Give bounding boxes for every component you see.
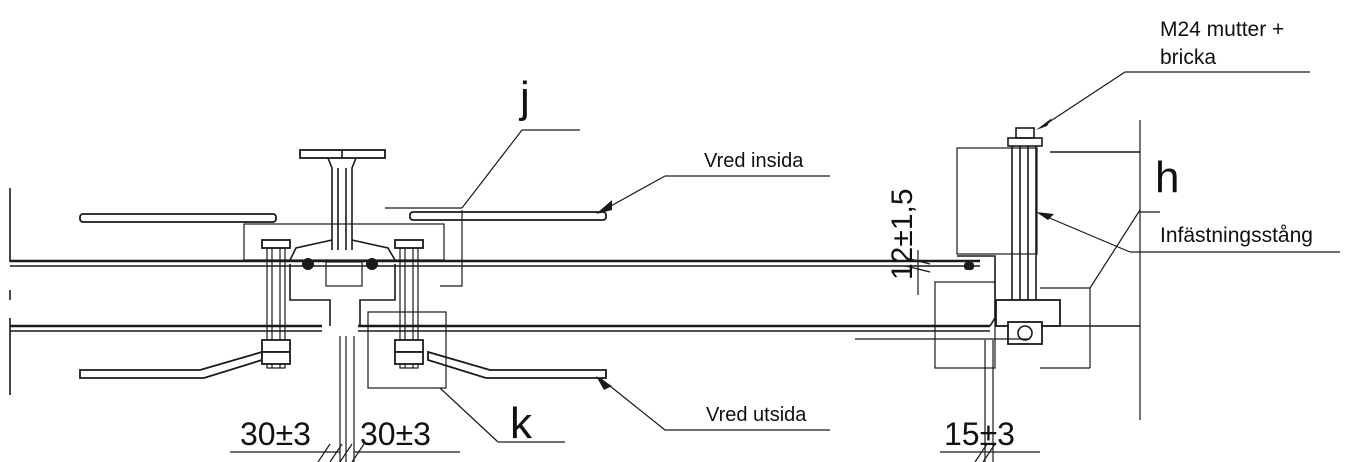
- main-profile: [10, 259, 990, 332]
- label-detail-h: h: [1155, 153, 1179, 202]
- label-handle-outside: Vred utsida: [706, 404, 807, 426]
- handle-plates: [79, 211, 607, 379]
- dim-left-gap-1: 30±3: [240, 416, 311, 452]
- label-handle-inside: Vred insida: [704, 150, 804, 172]
- center-post: [243, 149, 445, 326]
- dim-right-gap: 15±3: [944, 416, 1015, 452]
- dim-gap-vertical: 12±1,5: [886, 188, 919, 280]
- dim-left-gap-2: 30±3: [360, 416, 431, 452]
- label-detail-j: j: [518, 73, 530, 122]
- label-detail-k: k: [510, 399, 533, 448]
- bolt-left: [261, 239, 314, 369]
- label-rod: Infästningsstång: [1160, 224, 1313, 247]
- detail-boxes: [367, 129, 580, 443]
- dimension-lines: [230, 250, 1040, 462]
- label-nut-line1: M24 mutter +: [1160, 18, 1284, 41]
- right-housing: [855, 120, 1141, 420]
- bolt-right: [366, 239, 424, 369]
- leader-lines: [596, 71, 1340, 431]
- label-nut-line2: bricka: [1160, 46, 1216, 69]
